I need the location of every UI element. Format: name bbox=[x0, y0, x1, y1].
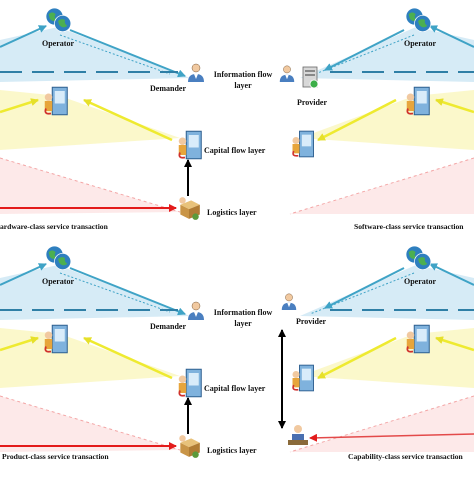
bottom-info-band-right bbox=[300, 265, 474, 320]
bottom-capital-band-left bbox=[0, 328, 180, 388]
top-logistics-layer-label: Logistics layer bbox=[207, 208, 257, 217]
bottom-capital-left-booth-icon bbox=[43, 324, 69, 354]
bottom-info-layer-label-1: Information flow bbox=[213, 308, 273, 317]
bottom-demander-person-icon bbox=[187, 301, 205, 320]
top-operator-right-label: Operator bbox=[404, 39, 436, 48]
top-info-layer-label-1: Information flow bbox=[213, 70, 273, 79]
bottom-operator-left-label: Operator bbox=[42, 277, 74, 286]
bottom-info-arrow-op-provider bbox=[324, 267, 405, 309]
bottom-logistics-box-icon bbox=[179, 435, 200, 458]
top-info-layer-label-2: layer bbox=[234, 81, 252, 90]
top-info-arrow-op-provider bbox=[324, 29, 405, 71]
top-logistics-band-left bbox=[0, 158, 180, 214]
top-logistics-dash-left bbox=[0, 157, 181, 213]
bottom-capital-arrow-right-a bbox=[435, 336, 474, 352]
top-capital-arrow-left-b bbox=[83, 98, 173, 142]
top-logistics-box-icon bbox=[179, 197, 200, 220]
bottom-capital-arrow-left-b bbox=[83, 336, 173, 380]
bottom-info-dotted-left bbox=[59, 272, 171, 313]
top-capital-arrow-left-a bbox=[0, 98, 39, 114]
bottom-capital-arrow-right-b bbox=[317, 336, 397, 380]
bottom-capital-center-booth-icon bbox=[177, 368, 203, 398]
top-capital-band-right bbox=[300, 90, 474, 150]
bottom-operator-right-label: Operator bbox=[404, 277, 436, 286]
bottom-info-arrow-right-up bbox=[429, 263, 474, 286]
top-demander-person-icon bbox=[187, 63, 205, 82]
bottom-provider-label: Provider bbox=[296, 317, 327, 326]
bottom-capital-right-booth-icon bbox=[405, 324, 431, 354]
top-provider-person-icon bbox=[279, 65, 295, 82]
bottom-demander-label: Demander bbox=[150, 322, 186, 331]
bottom-logistics-dash-left bbox=[0, 395, 181, 451]
top-demander-label: Demander bbox=[150, 84, 186, 93]
top-capital-center-booth-icon bbox=[177, 130, 203, 160]
top-info-arrow-op-demander bbox=[69, 29, 186, 78]
bottom-operator-left-globe-icon bbox=[45, 245, 72, 271]
top-capital-right-inner-booth-icon bbox=[291, 130, 315, 158]
top-right-caption: Software-class service transaction bbox=[354, 222, 464, 231]
bottom-logistics-band-left bbox=[0, 396, 180, 452]
bottom-capital-right-inner-booth-icon bbox=[291, 364, 315, 392]
bottom-capital-arrow-left-a bbox=[0, 336, 39, 352]
top-capital-left-booth-icon bbox=[43, 86, 69, 116]
top-provider-label: Provider bbox=[296, 98, 328, 107]
top-operator-right-globe-icon bbox=[405, 7, 432, 33]
top-capital-arrow-right-b bbox=[317, 98, 397, 142]
top-capital-arrow-right-a bbox=[435, 98, 474, 114]
bottom-operator-right-globe-icon bbox=[405, 245, 432, 271]
top-info-band-right bbox=[300, 27, 474, 82]
bottom-logistics-worker-icon bbox=[288, 425, 308, 445]
bottom-info-arrow-op-demander bbox=[69, 267, 186, 316]
bottom-info-arrow-left-up bbox=[0, 263, 47, 286]
top-capital-band-left bbox=[0, 90, 180, 150]
bottom-logistics-dash-right bbox=[289, 395, 474, 453]
top-operator-left-globe-icon bbox=[45, 7, 72, 33]
bottom-logistics-layer-label: Logistics layer bbox=[207, 446, 257, 455]
bottom-logistics-arrow-right bbox=[309, 433, 474, 442]
top-info-dotted-right bbox=[309, 34, 415, 77]
top-info-arrow-right-up bbox=[429, 25, 474, 48]
top-left-caption: ardware-class service transaction bbox=[0, 222, 108, 231]
top-info-arrow-left-up bbox=[0, 25, 47, 48]
bottom-info-dotted-right bbox=[309, 272, 415, 315]
top-capital-right-booth-icon bbox=[405, 86, 431, 116]
bottom-provider-person-icon bbox=[281, 293, 297, 310]
bottom-capital-layer-label: Capital flow layer bbox=[204, 384, 266, 393]
bottom-left-caption: Product-class service transaction bbox=[2, 452, 109, 461]
top-logistics-dash-right bbox=[289, 157, 474, 215]
bottom-capital-band-right bbox=[300, 328, 474, 388]
top-operator-left-label: Operator bbox=[42, 39, 74, 48]
top-provider-server-icon bbox=[302, 66, 319, 89]
top-info-dotted-left bbox=[59, 34, 171, 75]
top-capital-layer-label: Capital flow layer bbox=[204, 146, 266, 155]
top-info-band-left bbox=[0, 27, 190, 82]
bottom-right-caption: Capability-class service transaction bbox=[348, 452, 463, 461]
bottom-info-band-left bbox=[0, 265, 190, 320]
bottom-info-layer-label-2: layer bbox=[234, 319, 252, 328]
